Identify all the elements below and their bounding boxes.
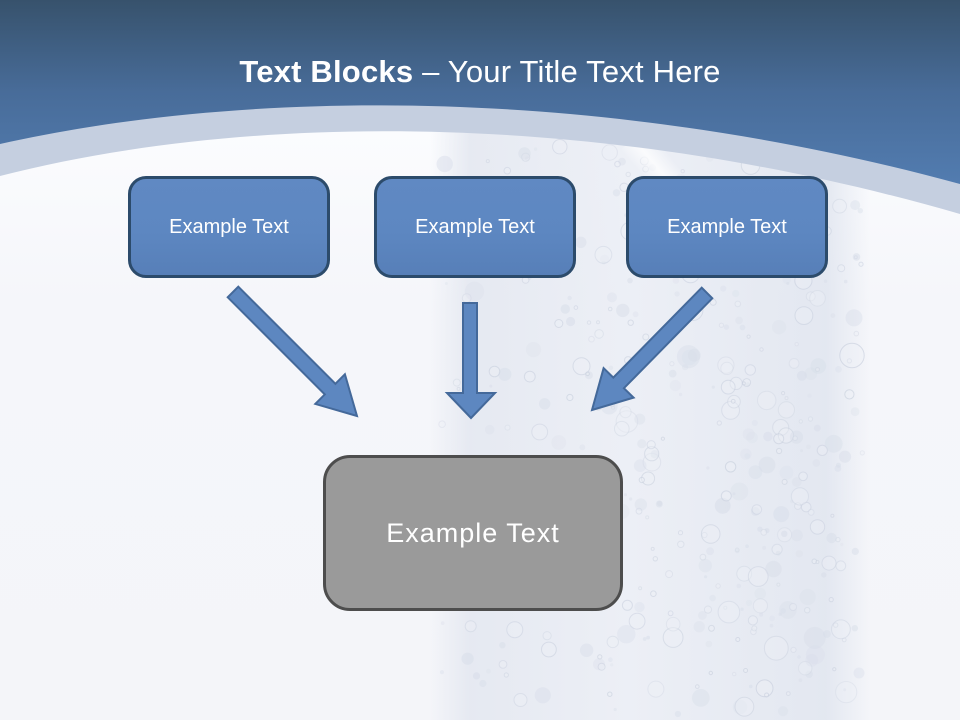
text-block-3[interactable]: Example Text [626, 176, 828, 278]
title-rest-text: – Your Title Text Here [422, 54, 721, 89]
text-block-1-label: Example Text [169, 215, 289, 238]
target-block-label: Example Text [386, 517, 560, 548]
target-block[interactable]: Example Text [323, 455, 623, 611]
arrow-down-right-icon[interactable] [226, 285, 359, 418]
text-block-1[interactable]: Example Text [128, 176, 330, 278]
header-curve [0, 0, 960, 214]
text-block-2[interactable]: Example Text [374, 176, 576, 278]
slide-title[interactable]: Text Blocks – Your Title Text Here [0, 54, 960, 90]
title-bold-text: Text Blocks [239, 54, 414, 89]
text-block-3-label: Example Text [667, 215, 787, 238]
arrow-down-left-icon[interactable] [590, 286, 714, 412]
text-block-2-label: Example Text [415, 215, 535, 238]
arrow-down-icon[interactable] [444, 302, 498, 420]
header-blue-curve [0, 0, 960, 184]
